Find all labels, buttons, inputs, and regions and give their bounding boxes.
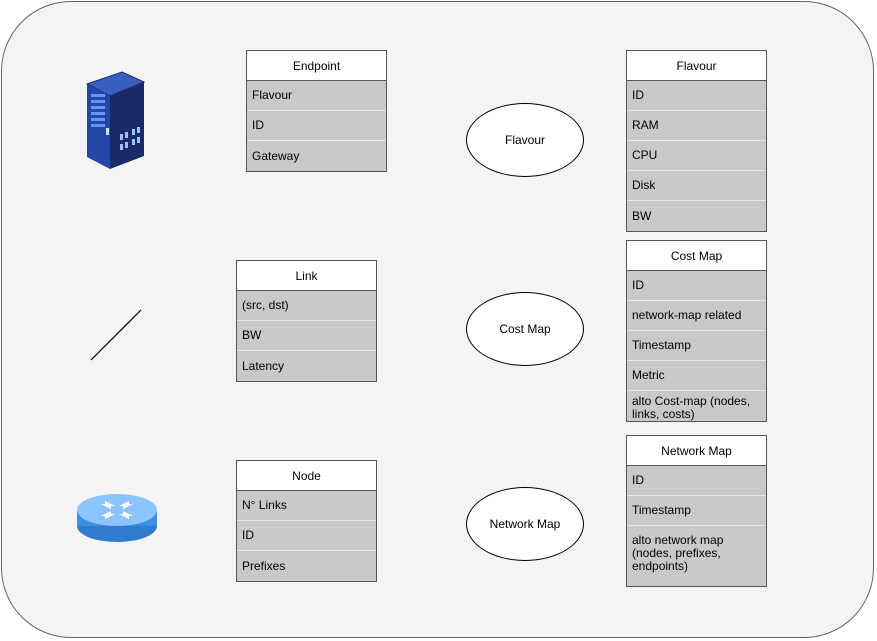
table-row: Timestamp [627, 331, 766, 361]
table-row: Metric [627, 361, 766, 391]
table-row: Disk [627, 171, 766, 201]
table-row: Flavour [247, 81, 386, 111]
table-title: Node [237, 461, 376, 491]
network-map-ellipse: Network Map [466, 487, 584, 561]
server-rack-icon [82, 70, 148, 173]
table-row: Latency [242, 358, 285, 373]
table-row: Timestamp [627, 496, 766, 526]
table-title: Network Map [627, 436, 766, 466]
table-title: Endpoint [247, 51, 386, 81]
table-title: Cost Map [627, 241, 766, 271]
router-icon [75, 490, 159, 549]
table-row: N° Links [237, 491, 376, 521]
table-row: RAM [627, 111, 766, 141]
table-row: ID [247, 111, 386, 141]
flavour-ellipse: Flavour [466, 103, 584, 177]
table-row: network-map related [627, 301, 766, 331]
table-row: ID [237, 521, 376, 551]
table-row: alto Cost-map (nodes, links, costs) [632, 394, 751, 421]
link-table: Link (src, dst) BW Latency [236, 260, 377, 382]
table-title: Link [237, 261, 376, 291]
table-row: BW [237, 321, 376, 351]
link-line-icon [90, 308, 144, 365]
endpoint-table: Endpoint Flavour ID Gateway [246, 50, 387, 172]
table-row: ID [627, 81, 766, 111]
network-map-table: Network Map ID Timestamp alto network ma… [626, 435, 767, 587]
table-row: BW [632, 208, 652, 223]
node-table: Node N° Links ID Prefixes [236, 460, 377, 582]
cost-map-table: Cost Map ID network-map related Timestam… [626, 240, 767, 422]
table-row: CPU [627, 141, 766, 171]
cost-map-ellipse: Cost Map [466, 292, 584, 366]
table-title: Flavour [627, 51, 766, 81]
table-row: (src, dst) [237, 291, 376, 321]
table-row: Gateway [252, 148, 300, 163]
flavour-table: Flavour ID RAM CPU Disk BW [626, 50, 767, 232]
table-row: ID [627, 271, 766, 301]
table-row: Prefixes [242, 558, 286, 573]
table-row: ID [627, 466, 766, 496]
table-row: alto network map (nodes, prefixes, endpo… [632, 533, 724, 573]
